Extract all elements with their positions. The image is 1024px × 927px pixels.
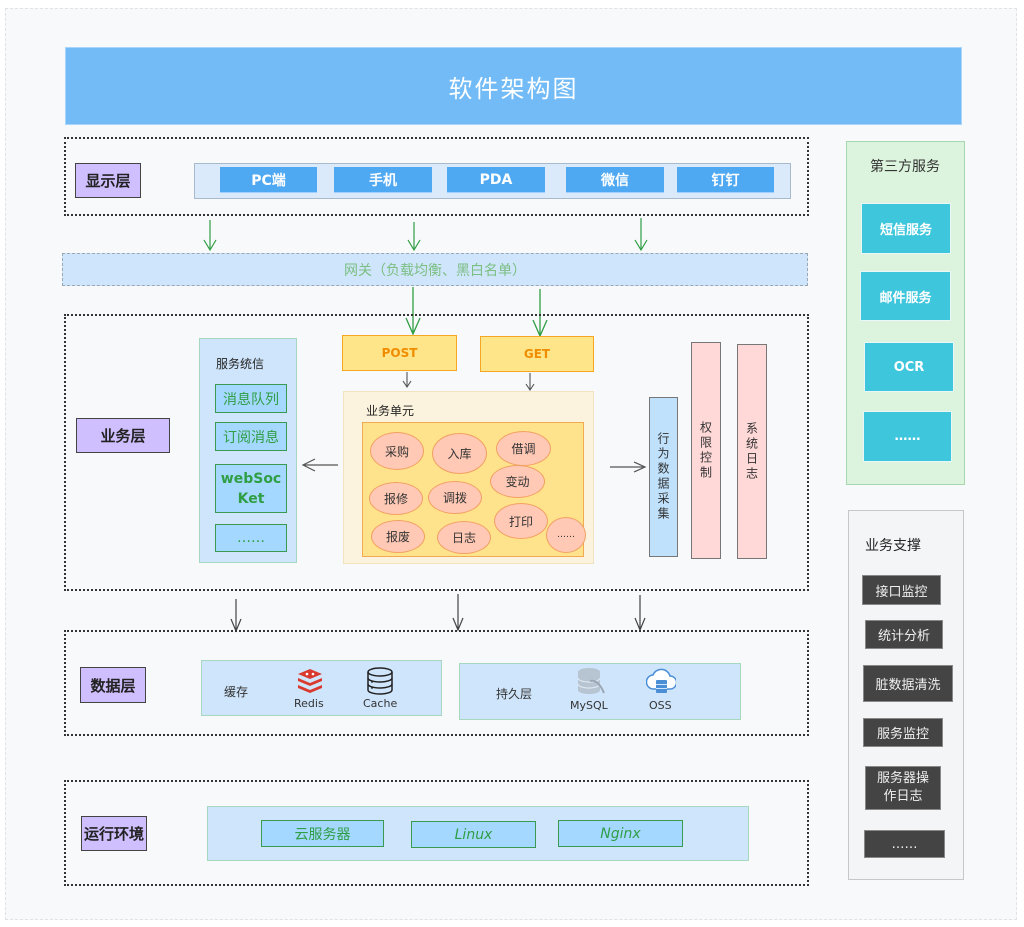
unit-borrow[interactable]: 借调 (496, 431, 551, 466)
arrow-display-to-gateway-3 (634, 218, 648, 252)
arrow-gateway-to-post (405, 287, 421, 336)
nginx[interactable]: Nginx (558, 820, 683, 847)
redis-item[interactable]: Redis (290, 666, 330, 712)
arrow-business-to-data-2 (452, 594, 464, 632)
server-operation-log[interactable]: 服务器操作日志 (865, 766, 941, 810)
cache-title: 缓存 (224, 685, 249, 699)
unit-print[interactable]: 打印 (494, 503, 548, 539)
service-comm-panel: 服务统信 消息队列 订阅消息 webSoc Ket …… (199, 338, 297, 563)
persistence-title: 持久层 (496, 687, 533, 701)
unit-repair[interactable]: 报修 (369, 482, 423, 515)
oss-label: OSS (649, 699, 672, 712)
cache-item[interactable]: Cache (359, 666, 403, 712)
arrow-display-to-gateway-1 (203, 220, 217, 252)
service-comm-more[interactable]: …… (215, 524, 287, 552)
display-layer-frame (64, 137, 809, 216)
message-queue[interactable]: 消息队列 (215, 384, 287, 413)
permission-control[interactable]: 权限控制 (691, 342, 721, 559)
client-pda[interactable]: PDA (447, 167, 545, 193)
third-party-title: 第三方服务 (870, 159, 940, 175)
client-dingtalk[interactable]: 钉钉 (677, 167, 774, 193)
subscribe-message[interactable]: 订阅消息 (215, 422, 287, 451)
oss-item[interactable]: OSS (643, 666, 683, 714)
service-monitor[interactable]: 服务监控 (863, 718, 943, 747)
runtime-layer-frame (64, 780, 809, 886)
ocr-service[interactable]: OCR (864, 342, 954, 392)
system-log[interactable]: 系统日志 (737, 344, 767, 559)
business-support-more[interactable]: …… (864, 830, 945, 858)
unit-purchase[interactable]: 采购 (370, 432, 424, 470)
sms-service[interactable]: 短信服务 (861, 203, 951, 254)
api-monitor[interactable]: 接口监控 (862, 575, 941, 605)
third-party-more[interactable]: …… (863, 411, 952, 462)
arrow-business-to-data-1 (230, 599, 242, 633)
statistics-analysis[interactable]: 统计分析 (865, 620, 943, 649)
persistence-group: 持久层 MySQL OSS (459, 663, 741, 720)
runtime-layer-label: 运行环境 (81, 816, 147, 851)
websocket[interactable]: webSoc Ket (215, 464, 287, 513)
cache-label: Cache (363, 697, 398, 710)
cache-group: 缓存 Redis Cache (201, 660, 442, 716)
business-layer-frame (64, 314, 809, 591)
unit-more[interactable]: …… (546, 517, 586, 553)
mysql-icon (577, 668, 605, 694)
client-pc[interactable]: PC端 (220, 167, 317, 193)
unit-transfer[interactable]: 调拨 (428, 481, 482, 514)
diagram-title: 软件架构图 (65, 47, 962, 125)
redis-icon (298, 669, 322, 693)
display-layer-label: 显示层 (75, 163, 141, 198)
client-wechat[interactable]: 微信 (566, 167, 664, 193)
unit-log[interactable]: 日志 (437, 521, 491, 554)
get-request[interactable]: GET (480, 336, 594, 372)
arrow-unit-to-behavior (610, 461, 647, 473)
arrow-post-to-unit (402, 372, 412, 388)
gateway-bar: 网关（负载均衡、黑白名单） (62, 253, 808, 286)
business-layer-label: 业务层 (76, 418, 170, 453)
post-request[interactable]: POST (342, 335, 457, 371)
redis-label: Redis (294, 697, 324, 710)
linux[interactable]: Linux (411, 821, 536, 848)
dirty-data-cleaning[interactable]: 脏数据清洗 (863, 665, 953, 702)
arrow-business-to-data-3 (634, 595, 646, 632)
mysql-item[interactable]: MySQL (568, 666, 614, 714)
business-unit-title: 业务单元 (366, 404, 415, 418)
email-service[interactable]: 邮件服务 (860, 271, 951, 321)
cloud-storage-icon (646, 668, 676, 693)
behavior-data-collection[interactable]: 行为数据采集 (649, 397, 678, 557)
service-comm-title: 服务统信 (216, 357, 265, 371)
business-support-title: 业务支撑 (865, 538, 921, 554)
unit-scrap[interactable]: 报废 (371, 520, 425, 553)
arrow-unit-to-service-comm (301, 458, 338, 472)
cloud-server[interactable]: 云服务器 (261, 820, 384, 847)
arrow-display-to-gateway-2 (407, 222, 421, 252)
mysql-label: MySQL (570, 699, 608, 712)
database-icon (367, 667, 393, 695)
data-layer-label: 数据层 (80, 667, 146, 703)
unit-change[interactable]: 变动 (490, 465, 545, 498)
data-layer-frame (64, 630, 809, 736)
arrow-get-to-unit (525, 373, 535, 391)
unit-warehousing[interactable]: 入库 (432, 433, 487, 474)
client-mobile[interactable]: 手机 (334, 167, 432, 193)
